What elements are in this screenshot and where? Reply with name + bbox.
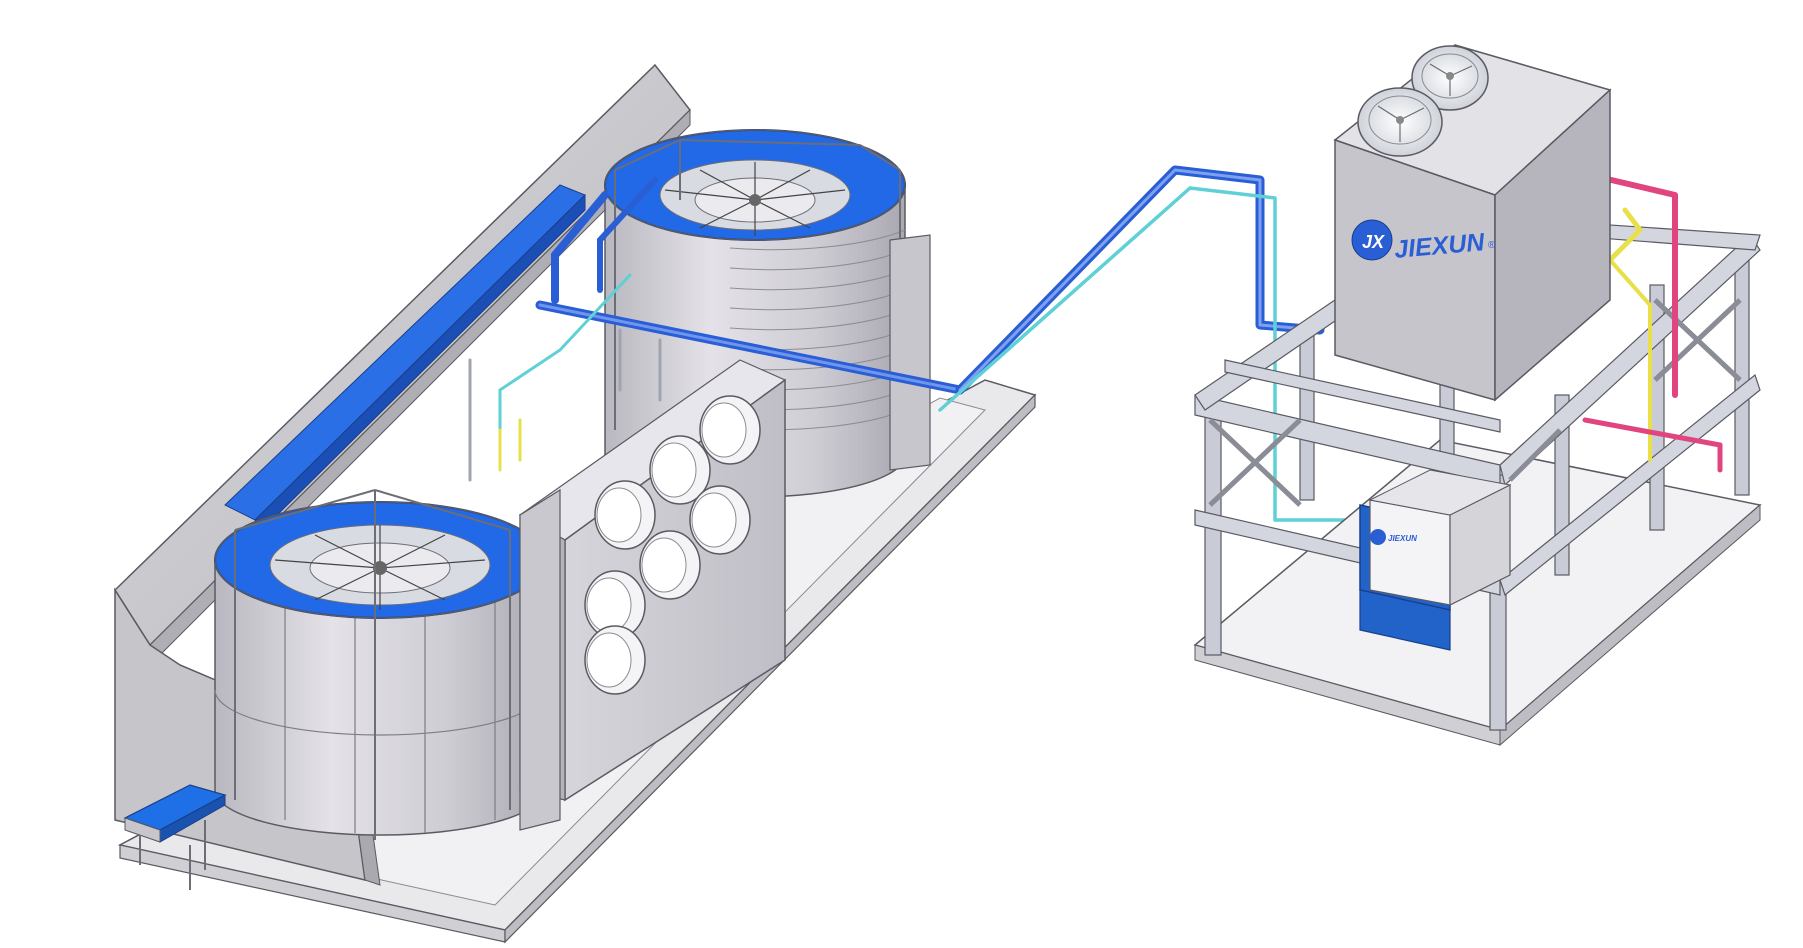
fan-7 xyxy=(584,625,646,695)
fan-2 xyxy=(649,435,711,505)
condenser-fan-2 xyxy=(1357,87,1443,157)
internal-piping xyxy=(468,177,965,482)
connecting-pipes xyxy=(938,165,1372,522)
spiral-drum-back xyxy=(604,129,906,498)
cabinet-brand-label: JIEXUN xyxy=(1388,534,1417,543)
logo-initials: JX xyxy=(1362,232,1385,252)
fan-1 xyxy=(699,395,761,465)
fan-5 xyxy=(639,530,701,600)
evaporator-fans xyxy=(584,395,761,695)
fan-6 xyxy=(584,570,646,640)
control-cabinet: JIEXUN xyxy=(1359,469,1512,651)
infeed-conveyor xyxy=(123,784,227,890)
fan-3 xyxy=(689,485,751,555)
spiral-drum-front xyxy=(214,489,546,840)
registered-mark: ® xyxy=(1488,240,1496,251)
condenser-box: JX JIEXUN ® xyxy=(1333,44,1612,402)
condenser-fan-1 xyxy=(1411,45,1489,111)
air-duct-channel xyxy=(224,184,586,533)
condenser-fans xyxy=(1357,45,1489,157)
fan-4 xyxy=(594,480,656,550)
